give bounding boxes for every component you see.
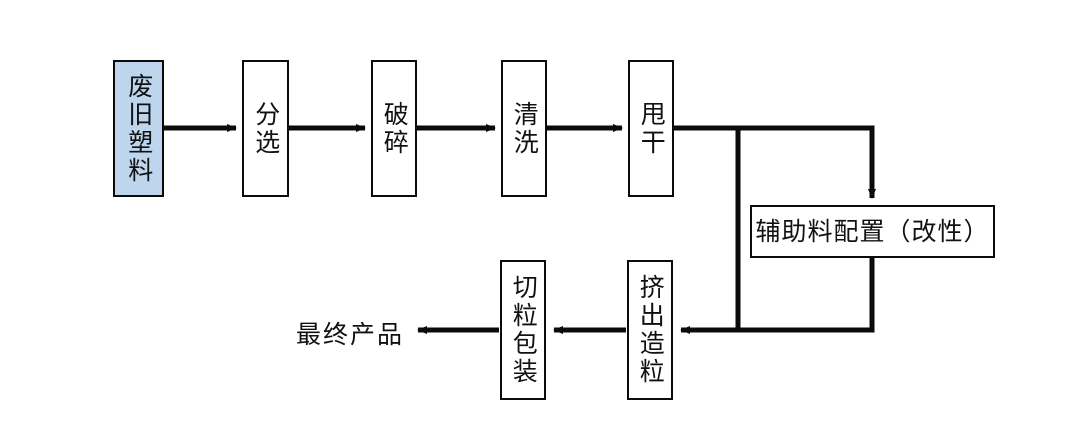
node-crushing-label: 破碎 bbox=[380, 100, 410, 157]
node-sorting[interactable]: 分选 bbox=[242, 60, 289, 197]
node-spin-drying[interactable]: 甩干 bbox=[628, 60, 674, 197]
node-waste-plastic-label: 废旧塑料 bbox=[124, 72, 154, 185]
node-additive-config[interactable]: 辅助料配置（改性） bbox=[750, 205, 995, 258]
connector-additive-to-extrusion bbox=[680, 258, 875, 334]
node-extrusion-granulation-label: 挤出造粒 bbox=[636, 274, 666, 386]
node-washing[interactable]: 清洗 bbox=[501, 60, 547, 197]
node-washing-label: 清洗 bbox=[510, 100, 540, 157]
connector-spindrying-to-additive bbox=[674, 125, 876, 199]
node-crushing[interactable]: 破碎 bbox=[371, 60, 417, 197]
text-final-product: 最终产品 bbox=[296, 320, 405, 349]
node-pelletizing-packaging-label: 切粒包装 bbox=[509, 274, 539, 386]
node-sorting-label: 分选 bbox=[251, 100, 281, 157]
node-additive-config-label: 辅助料配置（改性） bbox=[755, 216, 990, 246]
node-pelletizing-packaging[interactable]: 切粒包装 bbox=[500, 260, 546, 400]
node-extrusion-granulation[interactable]: 挤出造粒 bbox=[627, 260, 673, 400]
node-spin-drying-label: 甩干 bbox=[637, 100, 667, 157]
node-waste-plastic[interactable]: 废旧塑料 bbox=[113, 60, 164, 197]
